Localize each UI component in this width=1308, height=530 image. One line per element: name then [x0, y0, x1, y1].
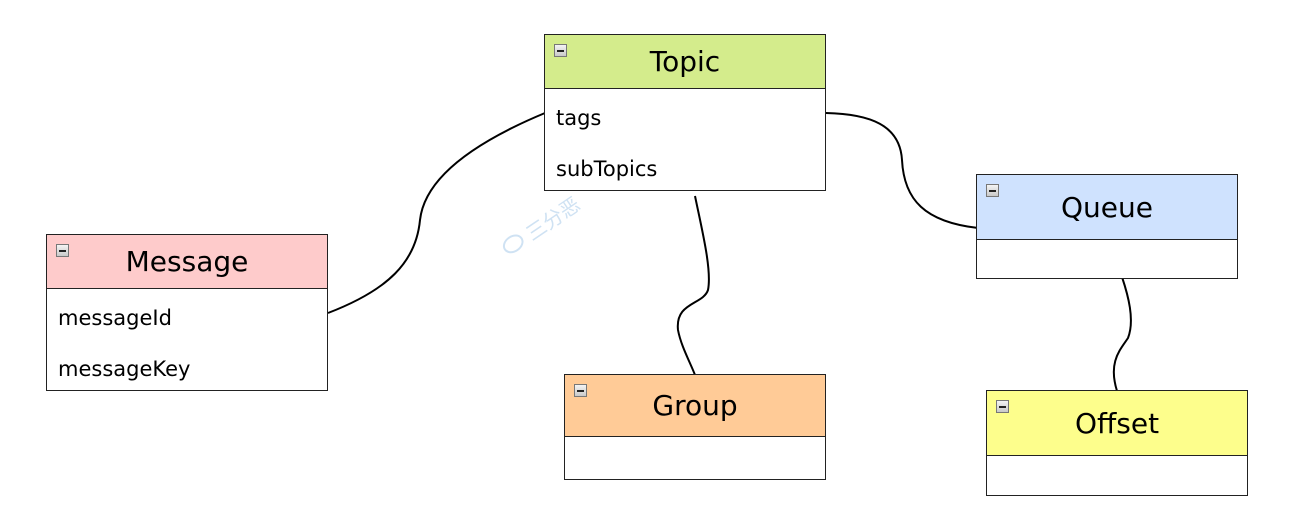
entity-message-header: Message	[47, 235, 327, 289]
field-messagekey: messageKey	[58, 357, 191, 381]
field-tags: tags	[556, 106, 602, 130]
queue-offset-link	[1112, 276, 1132, 392]
entity-group-title: Group	[652, 389, 738, 422]
entity-offset-header: Offset	[987, 391, 1247, 456]
topic-group-link	[676, 195, 710, 376]
topic-queue-link	[825, 112, 979, 229]
collapse-icon[interactable]	[574, 384, 587, 397]
entity-topic[interactable]: Topic tags subTopics	[544, 34, 826, 191]
collapse-icon[interactable]	[554, 44, 567, 57]
entity-message[interactable]: Message messageId messageKey	[46, 234, 328, 391]
entity-offset-title: Offset	[1074, 406, 1160, 440]
entity-topic-title: Topic	[649, 45, 721, 78]
entity-topic-fields: tags subTopics	[545, 89, 825, 195]
field-messageid: messageId	[58, 306, 172, 330]
entity-topic-header: Topic	[545, 35, 825, 89]
entity-queue-title: Queue	[1061, 190, 1153, 224]
collapse-icon[interactable]	[986, 184, 999, 197]
entity-queue-header: Queue	[977, 175, 1237, 240]
entity-message-title: Message	[125, 245, 249, 278]
entity-queue[interactable]: Queue	[976, 174, 1238, 279]
entity-group-header: Group	[565, 375, 825, 437]
field-subtopics: subTopics	[556, 157, 658, 181]
entity-offset[interactable]: Offset	[986, 390, 1248, 496]
collapse-icon[interactable]	[56, 244, 69, 257]
collapse-icon[interactable]	[996, 400, 1009, 413]
topic-message-link	[327, 112, 546, 314]
entity-group[interactable]: Group	[564, 374, 826, 480]
entity-message-fields: messageId messageKey	[47, 289, 327, 395]
